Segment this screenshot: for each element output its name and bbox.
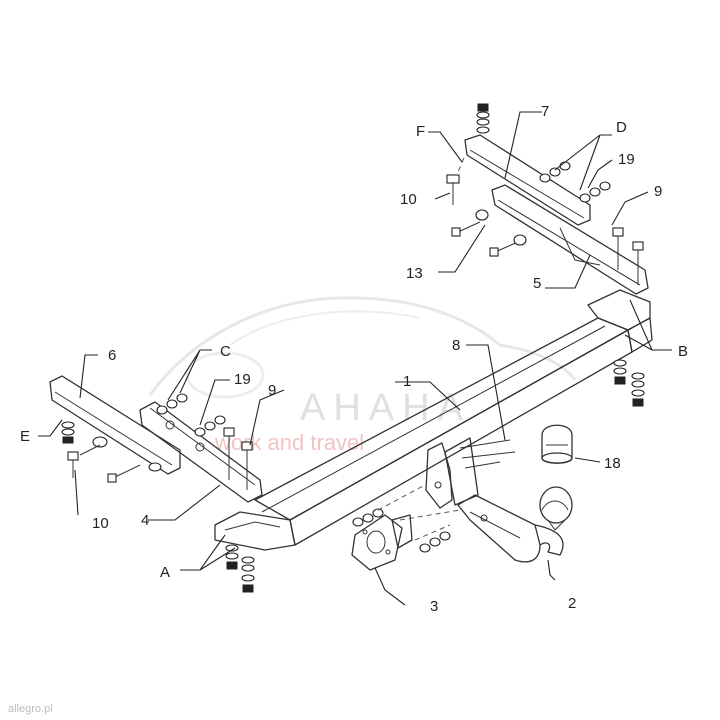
hitch-mount-plate <box>425 437 516 509</box>
watermark-car-logo <box>148 296 577 399</box>
leader-lines <box>38 111 672 606</box>
callout-9-left: 9 <box>268 382 276 399</box>
watermark-brand: AHAHA <box>300 387 471 429</box>
callout-5: 5 <box>533 275 541 292</box>
callout-10-top: 10 <box>400 191 417 208</box>
callout-F: F <box>416 123 425 140</box>
callout-13: 13 <box>406 265 423 282</box>
nut-stack-B <box>613 359 645 407</box>
callout-18: 18 <box>604 455 621 472</box>
guide-lines <box>377 157 465 541</box>
callout-9-right: 9 <box>654 183 662 200</box>
bolts-13 <box>79 209 527 483</box>
nut-stack-19-left <box>194 415 226 437</box>
callout-3: 3 <box>430 598 438 615</box>
nut-stack-D <box>539 161 571 183</box>
right-upper-plate <box>464 134 591 226</box>
nut-stack-E <box>61 421 75 444</box>
callout-2: 2 <box>568 595 576 612</box>
ball-cover <box>541 424 573 464</box>
callout-1: 1 <box>403 373 411 390</box>
callout-7: 7 <box>541 103 549 120</box>
callout-B: B <box>678 343 688 360</box>
callout-4: 4 <box>141 512 149 529</box>
bolts <box>67 174 644 490</box>
nut-stack-A <box>225 544 255 593</box>
callout-8: 8 <box>452 337 460 354</box>
nut-stacks <box>61 103 645 593</box>
corner-watermark: allegro.pl <box>8 703 53 715</box>
callout-6: 6 <box>108 347 116 364</box>
callout-A: A <box>160 564 170 581</box>
socket-plate <box>351 514 413 571</box>
callout-E: E <box>20 428 30 445</box>
callout-10-bottom: 10 <box>92 515 109 532</box>
tow-ball-neck <box>457 486 573 563</box>
main-cross-beam <box>214 289 653 551</box>
bolt-right-9 <box>612 227 644 285</box>
nut-stack-socket <box>352 508 451 553</box>
callout-D: D <box>616 119 627 136</box>
nut-stack-top-right <box>476 103 490 134</box>
callout-19-right: 19 <box>618 151 635 168</box>
left-long-plate <box>49 375 181 475</box>
bolt-10-bottom <box>67 451 79 478</box>
bolt-left-9 <box>223 427 253 490</box>
right-side-bracket <box>491 184 649 295</box>
bolt-10-top <box>446 174 460 205</box>
nut-stack-C <box>156 393 188 415</box>
nut-stack-19-right <box>579 181 611 203</box>
callout-19-left: 19 <box>234 371 251 388</box>
watermark-tagline: work and travel <box>214 430 364 455</box>
callout-C: C <box>220 343 231 360</box>
left-side-bracket <box>139 401 263 503</box>
